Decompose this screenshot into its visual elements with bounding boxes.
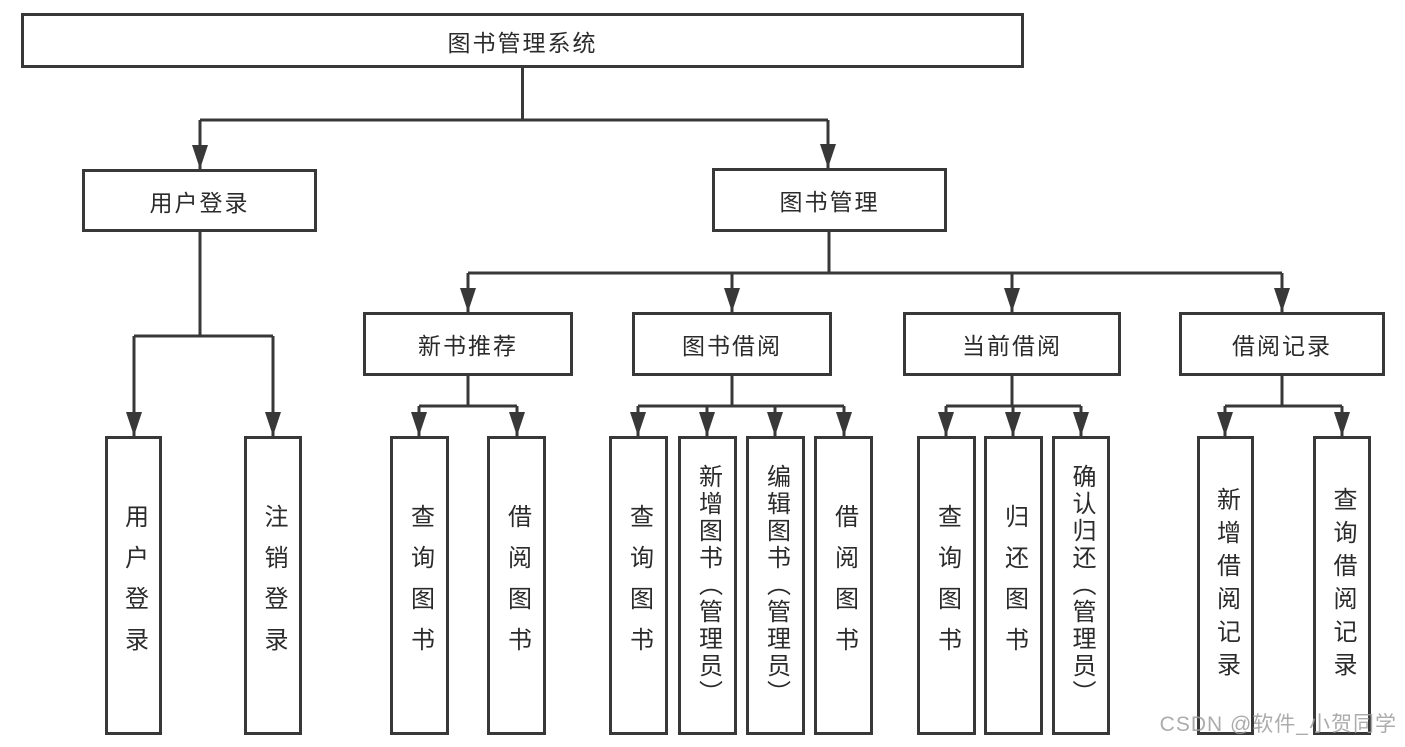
leaf-add-book-admin: 新增图书（管理员） — [678, 436, 737, 735]
node-current-borrow-label: 当前借阅 — [962, 333, 1062, 359]
leaf-user-login-label: 用户登录 — [120, 503, 148, 668]
leaf-recommend-query-books: 查询图书 — [390, 436, 449, 735]
leaf-confirm-return-admin: 确认归还（管理员） — [1052, 436, 1110, 735]
leaf-recommend-borrow-books-label: 借阅图书 — [503, 503, 531, 668]
arrowhead-icon — [699, 412, 715, 436]
leaf-add-borrow-record-label: 新增借阅记录 — [1212, 486, 1240, 685]
node-root: 图书管理系统 — [21, 13, 1024, 68]
leaf-recommend-query-books-label: 查询图书 — [406, 503, 434, 668]
node-user-login-label: 用户登录 — [149, 189, 250, 216]
leaf-current-query-books-label: 查询图书 — [933, 503, 961, 668]
arrowhead-icon — [192, 145, 208, 169]
csdn-watermark: CSDN @软件_小贺同学 — [1159, 713, 1397, 736]
leaf-current-query-books: 查询图书 — [917, 436, 976, 735]
arrowhead-icon — [820, 144, 836, 168]
leaf-add-book-admin-label: 新增图书（管理员） — [694, 464, 722, 707]
node-current-borrow: 当前借阅 — [903, 312, 1121, 376]
leaf-query-borrow-record: 查询借阅记录 — [1313, 436, 1371, 735]
node-book-management-label: 图书管理 — [779, 189, 880, 215]
leaf-return-book: 归还图书 — [984, 436, 1043, 735]
leaf-query-borrow-record-label: 查询借阅记录 — [1329, 486, 1356, 685]
node-new-book-recommend: 新书推荐 — [363, 312, 573, 376]
arrowhead-icon — [1004, 288, 1020, 312]
node-book-borrow-label: 图书借阅 — [682, 333, 782, 359]
leaf-user-login: 用户登录 — [105, 436, 162, 735]
arrowhead-icon — [460, 288, 476, 312]
arrowhead-icon — [1334, 412, 1350, 436]
arrowhead-icon — [630, 412, 646, 436]
arrowhead-icon — [265, 412, 281, 436]
arrowhead-icon — [724, 288, 740, 312]
leaf-add-borrow-record: 新增借阅记录 — [1197, 436, 1254, 735]
node-book-borrow: 图书借阅 — [632, 312, 832, 376]
arrowhead-icon — [1274, 288, 1290, 312]
node-borrow-records-label: 借阅记录 — [1232, 333, 1332, 359]
node-new-book-recommend-label: 新书推荐 — [418, 333, 518, 359]
arrowhead-icon — [1005, 412, 1021, 436]
arrowhead-icon — [126, 412, 142, 436]
leaf-logout: 注销登录 — [244, 436, 302, 735]
leaf-confirm-return-admin-label: 确认归还（管理员） — [1068, 464, 1095, 707]
arrowhead-icon — [767, 412, 783, 436]
leaf-recommend-borrow-books: 借阅图书 — [487, 436, 546, 735]
node-book-management: 图书管理 — [712, 168, 947, 232]
leaf-borrow-books-label: 借阅图书 — [830, 503, 858, 668]
arrowhead-icon — [836, 412, 852, 436]
leaf-borrow-query-books-label: 查询图书 — [625, 503, 653, 668]
arrowhead-icon — [509, 412, 525, 436]
leaf-borrow-query-books: 查询图书 — [609, 436, 668, 735]
arrowhead-icon — [1217, 412, 1233, 436]
leaf-edit-book-admin: 编辑图书（管理员） — [746, 436, 805, 735]
leaf-return-book-label: 归还图书 — [1000, 503, 1028, 668]
node-user-login: 用户登录 — [82, 169, 317, 232]
arrowhead-icon — [1073, 412, 1089, 436]
node-borrow-records: 借阅记录 — [1179, 312, 1385, 376]
leaf-edit-book-admin-label: 编辑图书（管理员） — [762, 464, 790, 707]
arrowhead-icon — [938, 412, 954, 436]
arrowhead-icon — [411, 412, 427, 436]
node-root-label: 图书管理系统 — [447, 29, 598, 56]
leaf-logout-label: 注销登录 — [260, 503, 287, 668]
leaf-borrow-books: 借阅图书 — [814, 436, 873, 735]
